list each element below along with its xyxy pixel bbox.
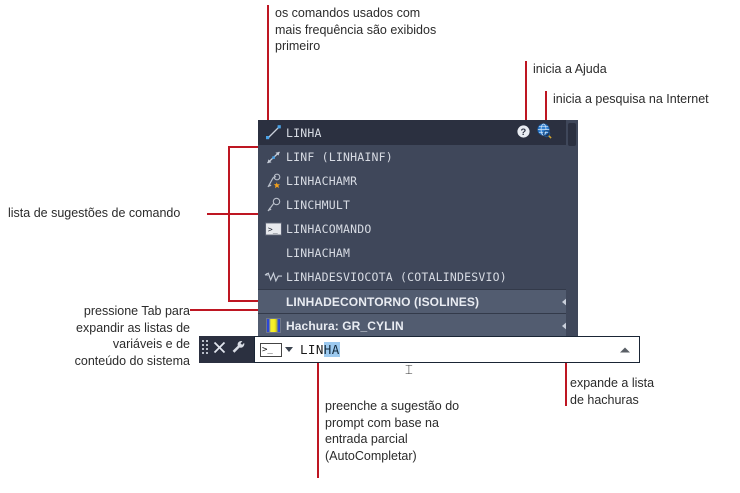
infinite-line-icon	[260, 145, 286, 169]
chamfer-line-icon	[260, 169, 286, 193]
scrollbar-thumb[interactable]	[568, 123, 576, 146]
leader-list-bracket-bottom	[228, 300, 259, 302]
expand-command-history-button[interactable]	[620, 347, 630, 352]
line-icon	[260, 121, 286, 145]
leader-internet	[545, 91, 547, 125]
close-icon[interactable]	[212, 340, 227, 360]
annotation-top-left: os comandos usados com mais frequência s…	[275, 6, 437, 53]
expand-group-arrow-icon[interactable]	[562, 296, 568, 307]
svg-text:?: ?	[521, 126, 527, 136]
leader-tab-expand	[190, 309, 259, 311]
suggestion-label: LINHADESVIOCOTA (COTALINDESVIO)	[286, 270, 507, 284]
leader-list-bracket	[228, 146, 230, 302]
annotation-internet: inicia a pesquisa na Internet	[553, 92, 709, 106]
command-line-toolbar[interactable]	[199, 336, 254, 363]
annotation-suggestion-list: lista de sugestões de comando	[8, 206, 181, 220]
customize-wrench-icon[interactable]	[230, 339, 247, 361]
leader-help	[525, 61, 527, 125]
leader-top-left-to-panel	[267, 57, 269, 123]
text-cursor-icon: ⌶	[405, 363, 413, 378]
suggestion-label: LINF (LINHAINF)	[286, 150, 393, 164]
annotation-hatch-list: expande a lista de hachuras	[570, 376, 655, 407]
suggestion-label: LINHACHAMR	[286, 174, 358, 188]
leader-list-bracket-top	[228, 146, 259, 148]
suggestion-row-linha[interactable]: LINHA ?	[258, 120, 578, 145]
suggestion-row-linhacham[interactable]: LINHACHAM	[258, 241, 578, 265]
leader-hatch-list	[565, 330, 567, 406]
typed-text: LIN	[300, 342, 324, 357]
svg-text:>_: >_	[267, 225, 277, 234]
suggestion-label: LINHA	[286, 125, 322, 140]
suggestion-row-linhachamr[interactable]: LINHACHAMR	[258, 169, 578, 193]
command-input-field[interactable]: >_ LINHA	[254, 336, 640, 363]
no-icon-placeholder	[260, 241, 286, 265]
no-icon-placeholder	[260, 290, 286, 314]
help-icon[interactable]: ?	[516, 123, 531, 142]
annotation-tab-expand: pressione Tab para expandir as listas de…	[74, 304, 190, 368]
vertical-scrollbar[interactable]	[566, 120, 578, 339]
suggestion-row-linhadecontorno[interactable]: LINHADECONTORNO (ISOLINES)	[258, 289, 578, 313]
command-input-text: LINHA	[300, 342, 340, 357]
suggestion-label: LINHADECONTORNO (ISOLINES)	[286, 294, 480, 309]
leader-top-left-vertical	[267, 5, 269, 57]
drag-handle-icon[interactable]	[202, 339, 209, 360]
suggestion-label: LINCHMULT	[286, 198, 351, 212]
chevron-down-icon[interactable]	[285, 347, 293, 352]
suggestion-label: Hachura: GR_CYLIN	[286, 318, 404, 333]
suggestion-label: LINHACOMANDO	[286, 222, 372, 236]
expand-hatch-list-arrow-icon[interactable]	[562, 320, 568, 331]
jog-line-icon	[260, 265, 286, 289]
suggestion-label: LINHACHAM	[286, 246, 351, 260]
suggestion-row-linhacomando[interactable]: >_ LINHACOMANDO	[258, 217, 578, 241]
prompt-mode-chip[interactable]: >_	[260, 342, 282, 357]
annotation-autocomplete: preenche a sugestão do prompt com base n…	[325, 399, 460, 463]
suggestion-row-linchmult[interactable]: LINCHMULT	[258, 193, 578, 217]
leader-autocomplete	[317, 362, 319, 478]
annotation-help: inicia a Ajuda	[533, 62, 607, 76]
command-prompt-icon: >_	[260, 217, 286, 241]
suggestion-row-linhadesviocota[interactable]: LINHADESVIOCOTA (COTALINDESVIO)	[258, 265, 578, 289]
autocompleted-text: HA	[323, 342, 340, 357]
panel-header-icons: ?	[516, 123, 552, 142]
command-suggestion-panel[interactable]: LINHA ?	[258, 120, 578, 339]
internet-search-icon[interactable]	[536, 123, 552, 142]
multi-leader-icon	[260, 193, 286, 217]
leader-list-horizontal	[207, 213, 259, 215]
suggestion-row-hachura[interactable]: Hachura: GR_CYLIN	[258, 313, 578, 337]
suggestion-row-linf[interactable]: LINF (LINHAINF)	[258, 145, 578, 169]
hatch-swatch-icon	[260, 314, 286, 338]
